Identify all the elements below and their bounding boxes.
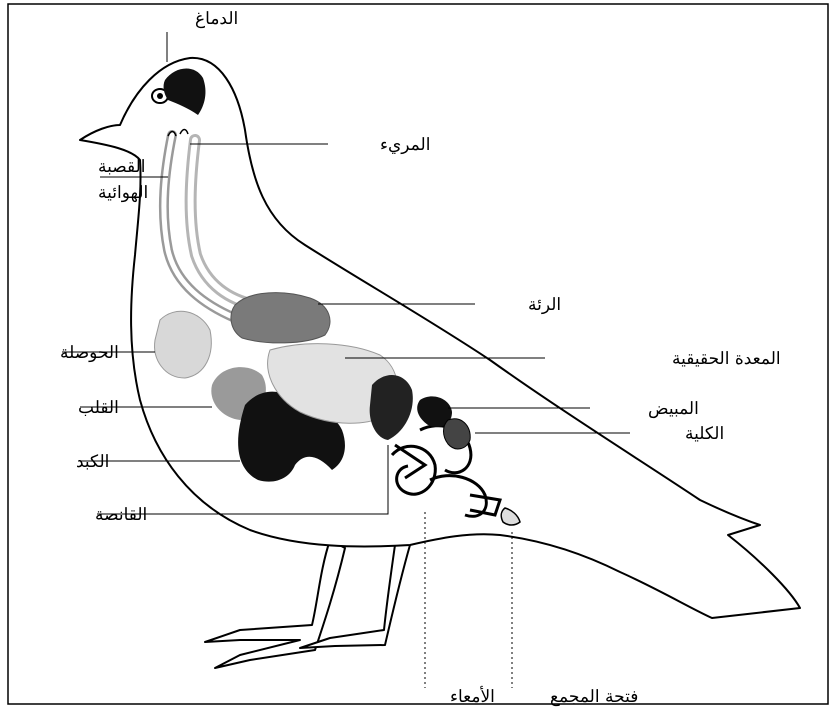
label-trachea-line2: الهوائية <box>98 183 148 203</box>
label-ovary: المبيض <box>648 399 699 419</box>
crop-organ <box>155 311 212 378</box>
label-proventriculus: المعدة الحقيقية <box>672 349 781 369</box>
label-gizzard: القانصة <box>95 505 147 525</box>
label-kidney: الكلية <box>685 424 724 444</box>
label-lung: الرئة <box>528 295 561 315</box>
label-heart: القلب <box>78 398 119 418</box>
lung-organ <box>231 293 330 343</box>
label-cloaca: فتحة المجمع <box>550 687 638 707</box>
legs <box>205 540 410 668</box>
label-intestines: الأمعاء <box>450 686 495 707</box>
label-trachea-line1: القصبة <box>98 157 146 177</box>
label-brain: الدماغ <box>195 9 238 29</box>
label-liver: الكبد <box>76 452 109 472</box>
label-esophagus: المريء <box>380 135 430 155</box>
label-crop: الحوصلة <box>60 343 119 363</box>
